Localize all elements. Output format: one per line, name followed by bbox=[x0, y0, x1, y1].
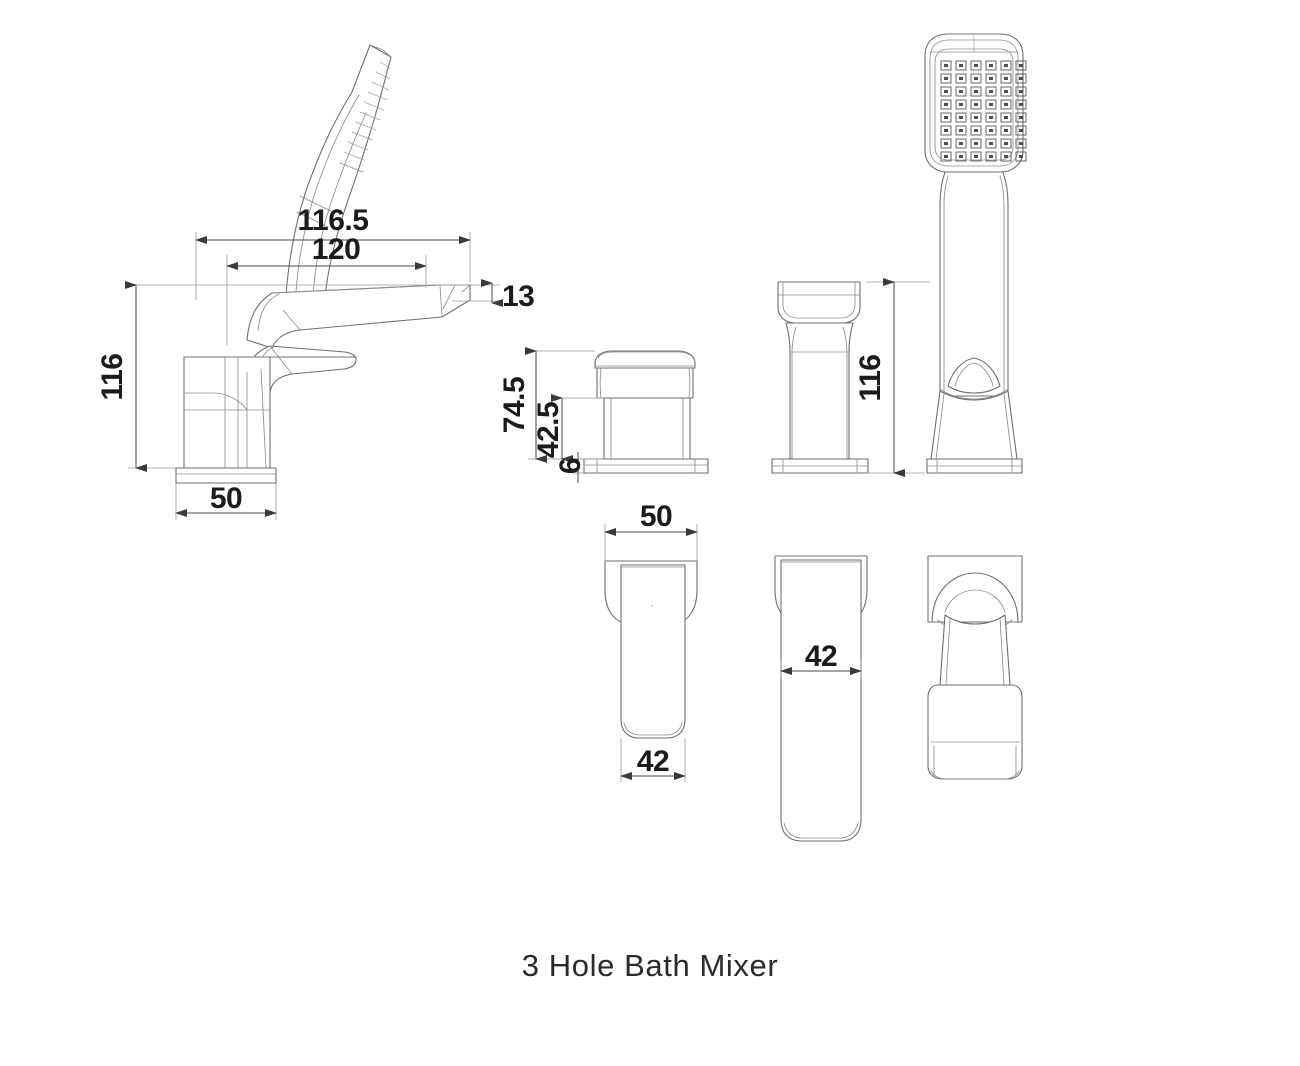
dimension-label-13: 13 bbox=[502, 280, 534, 313]
dimension-label-6: 6 bbox=[554, 458, 587, 474]
drawing-title-caption: 3 Hole Bath Mixer bbox=[521, 948, 779, 983]
view-handset-holder-plan bbox=[927, 555, 1023, 780]
view-spout-plan: 50 42 bbox=[604, 500, 698, 782]
dimension-label-42-plan: 42 bbox=[637, 745, 669, 778]
handset-holder-cone bbox=[930, 357, 1018, 460]
dimension-116-height: 116 bbox=[96, 281, 470, 472]
view-spout-front-elevation bbox=[771, 281, 869, 474]
dimension-50-plan: 50 bbox=[604, 500, 698, 561]
handset-nozzle-grid bbox=[940, 60, 1027, 162]
view-handset-front-elevation: 116 bbox=[854, 33, 1027, 477]
dimension-50-base: 50 bbox=[175, 482, 277, 520]
dimension-6: 6 bbox=[554, 452, 587, 483]
dimension-label-50-plan: 50 bbox=[640, 500, 672, 533]
dimension-42-5: 42.5 bbox=[532, 394, 604, 463]
dimension-120: 120 bbox=[226, 233, 427, 345]
dimension-13: 13 bbox=[440, 279, 535, 313]
mixer-base-plate bbox=[175, 467, 277, 484]
view-valve-front-elevation: 74.5 42.5 6 bbox=[498, 347, 709, 483]
dimension-label-116-height: 116 bbox=[96, 354, 129, 401]
dimension-label-42-valve: 42 bbox=[805, 640, 837, 673]
mixer-spout-arm bbox=[246, 284, 471, 349]
dimension-label-120: 120 bbox=[312, 233, 361, 266]
dimension-label-50-base: 50 bbox=[210, 482, 242, 515]
dimension-116-holder: 116 bbox=[854, 278, 930, 477]
handset-handle bbox=[939, 171, 1009, 397]
dimension-label-116-5: 116.5 bbox=[298, 204, 369, 237]
view-valve-plan: 42 bbox=[774, 555, 868, 842]
dimension-116-5: 116.5 bbox=[195, 204, 471, 300]
handset-holder-base bbox=[926, 458, 1023, 474]
dimension-label-116-holder: 116 bbox=[854, 355, 887, 402]
mixer-body-column bbox=[183, 356, 357, 469]
dimension-label-74-5: 74.5 bbox=[498, 377, 531, 433]
dimension-42-valve: 42 bbox=[780, 640, 862, 678]
view-mixer-side-elevation: 116.5 120 13 116 bbox=[96, 44, 535, 520]
dimension-42-plan: 42 bbox=[620, 738, 686, 782]
dimension-label-42-5: 42.5 bbox=[532, 402, 565, 458]
